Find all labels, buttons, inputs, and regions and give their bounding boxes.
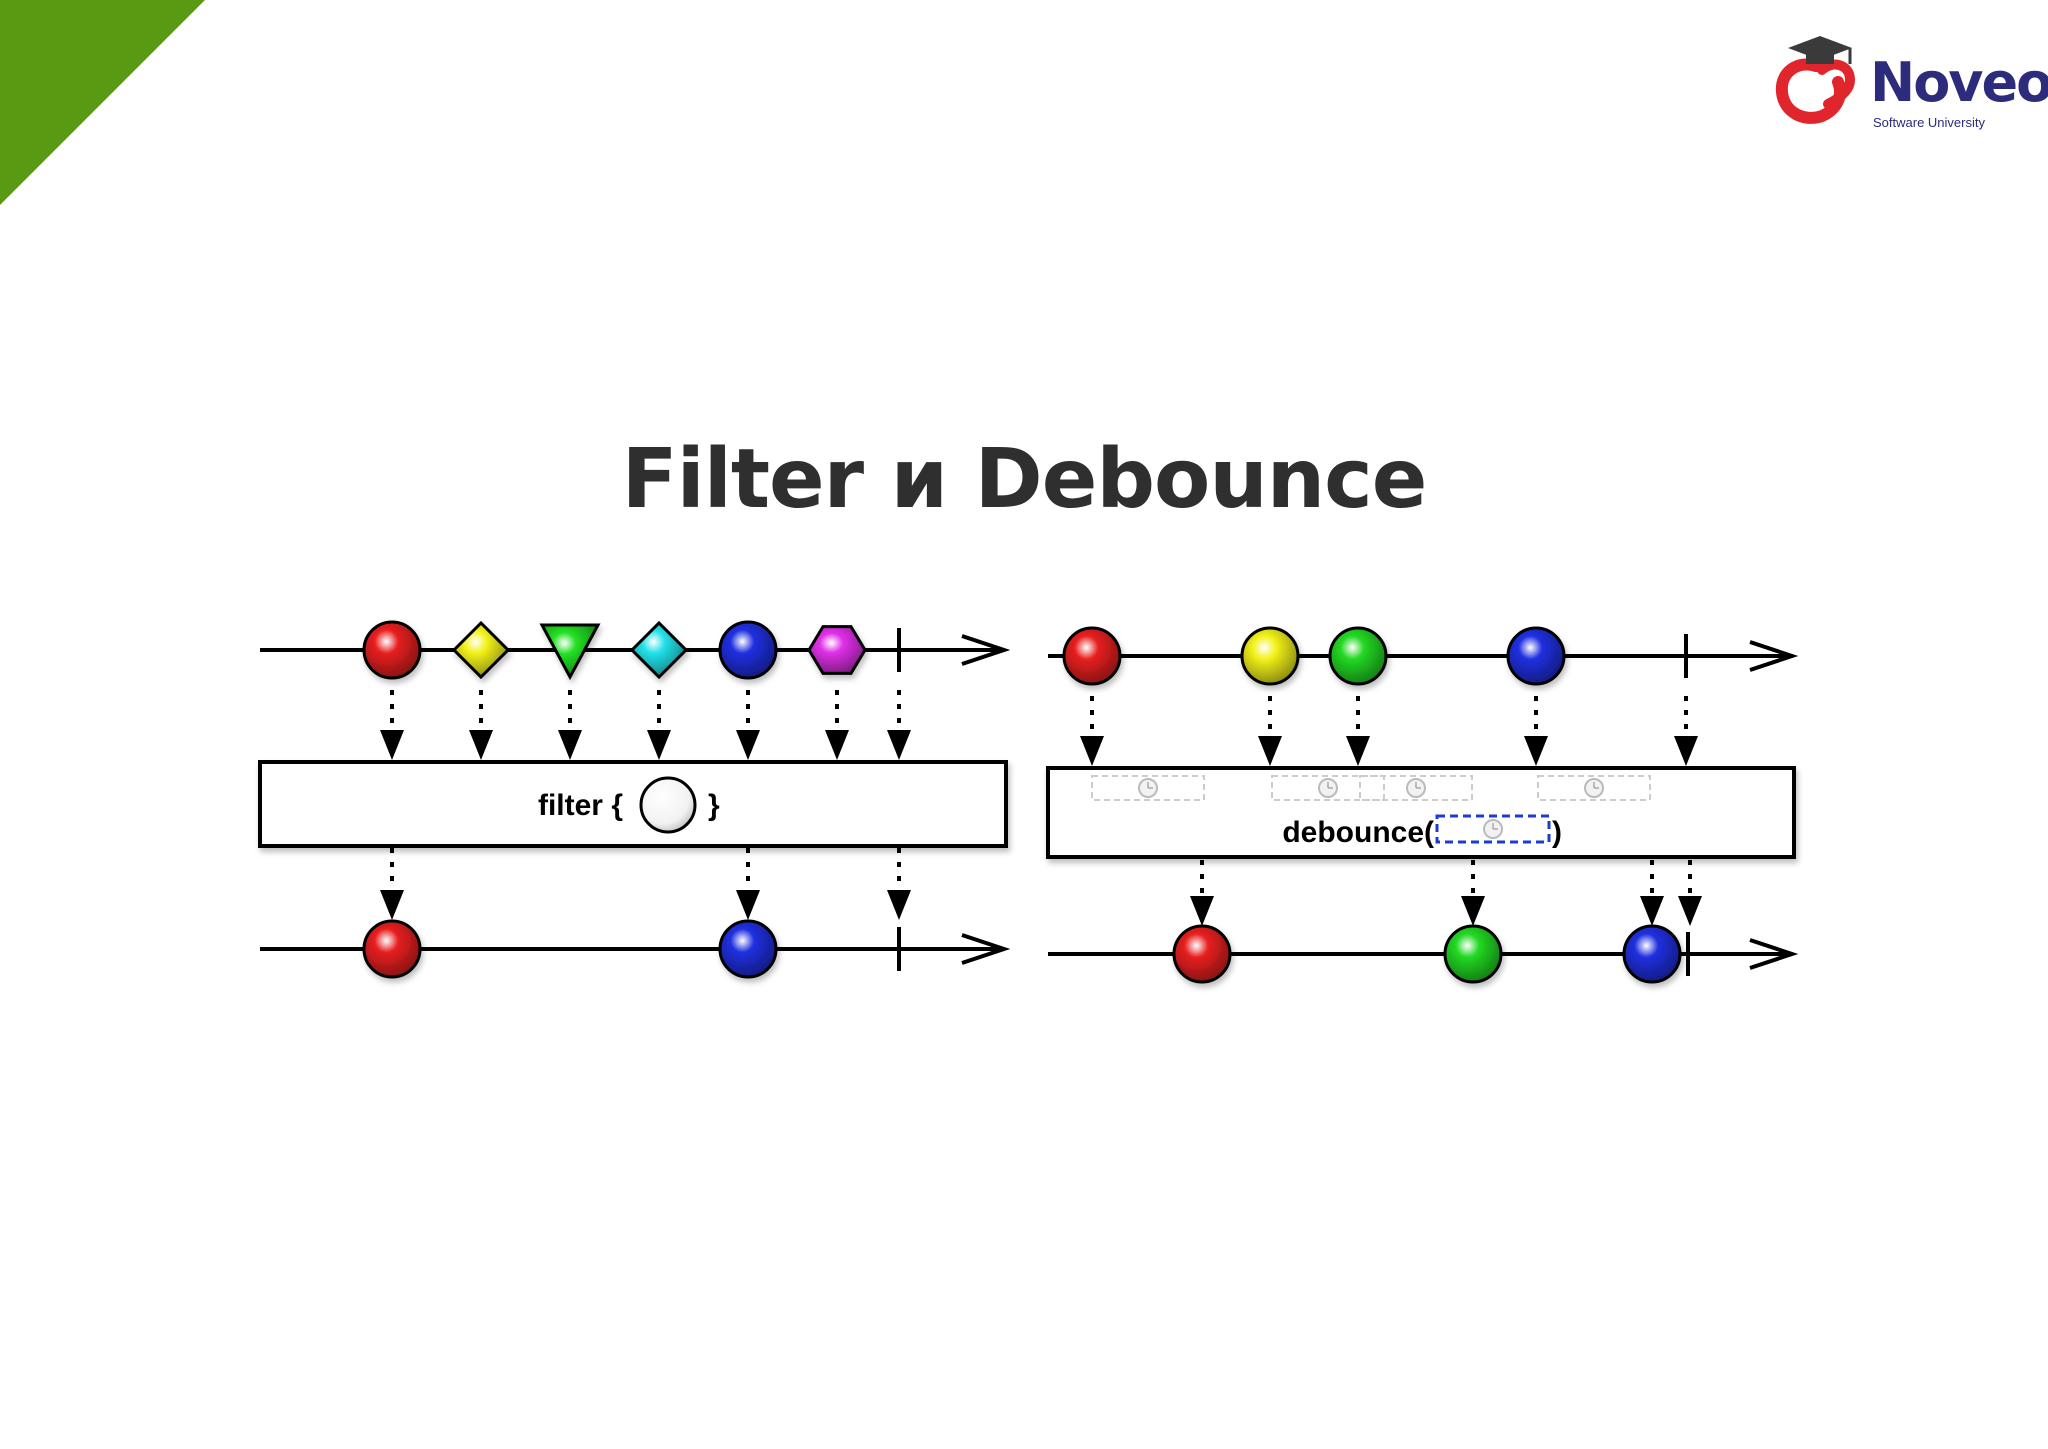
filter-input-hexagon	[807, 625, 867, 675]
debounce-complete-output-arrow	[1678, 860, 1702, 926]
filter-input-diamond	[451, 620, 511, 680]
filter-input-diamond	[629, 620, 689, 680]
debounce-duration-box	[1435, 814, 1551, 844]
debounce-operator-open: debounce(	[1282, 816, 1434, 849]
logo-subtitle: Software University	[1873, 115, 1985, 130]
debounce-output-marbles	[1172, 924, 1682, 984]
debounce-input-circle	[1240, 626, 1300, 686]
filter-output-marbles	[362, 919, 778, 979]
filter-input-arrow	[380, 690, 404, 760]
debounce-output-arrow	[1461, 860, 1485, 926]
debounce-input-marbles	[1062, 626, 1566, 686]
filter-input-arrow	[825, 690, 849, 760]
filter-operator-close: }	[708, 789, 720, 822]
corner-accent-triangle	[0, 0, 205, 205]
filter-complete-arrow	[887, 690, 911, 760]
clock-icon	[1483, 819, 1503, 839]
debounce-input-arrow	[1258, 696, 1282, 766]
clock-icon	[1406, 778, 1426, 798]
filter-output-arrow	[380, 848, 404, 920]
filter-input-marbles	[362, 620, 867, 681]
debounce-output-circle	[1443, 924, 1503, 984]
debounce-input-circle	[1328, 626, 1388, 686]
filter-output-arrows	[380, 848, 911, 920]
debounce-input-circle	[1506, 626, 1566, 686]
debounce-input-arrows	[1080, 696, 1698, 766]
noveo-logo: Noveo Software University	[1770, 30, 2048, 140]
filter-output-arrow	[736, 848, 760, 920]
filter-input-arrow	[558, 690, 582, 760]
white-circle-icon	[639, 776, 697, 834]
filter-diagram: filter { }	[258, 620, 1011, 979]
clock-icon	[1584, 778, 1604, 798]
debounce-source-timeline	[1048, 640, 1799, 672]
debounce-operator-close: )	[1552, 816, 1562, 849]
filter-complete-output-arrow	[887, 848, 911, 920]
filter-input-circle	[718, 620, 778, 680]
debounce-output-circle	[1172, 924, 1232, 984]
filter-output-circle	[718, 919, 778, 979]
debounce-output-circle	[1622, 924, 1682, 984]
logo-wordmark: Noveo	[1870, 51, 2048, 114]
filter-input-triangle	[539, 623, 601, 681]
debounce-diagram: debounce( )	[1046, 626, 1799, 984]
filter-operator-open: filter {	[538, 789, 623, 822]
debounce-output-arrow	[1190, 860, 1214, 926]
debounce-input-arrow	[1524, 696, 1548, 766]
clock-icon	[1138, 778, 1158, 798]
graduation-cap-heart-icon	[1775, 36, 1856, 124]
filter-operator-box	[258, 760, 1008, 848]
debounce-complete-arrow	[1674, 696, 1698, 766]
filter-input-arrow	[647, 690, 671, 760]
clock-icon	[1318, 778, 1338, 798]
filter-input-circle	[362, 620, 422, 680]
filter-output-circle	[362, 919, 422, 979]
debounce-clock-icons	[1138, 778, 1604, 798]
slide-title: Filter и Debounce	[621, 432, 1428, 527]
debounce-timer-windows	[1091, 775, 1651, 801]
filter-input-arrow	[469, 690, 493, 760]
debounce-input-arrow	[1346, 696, 1370, 766]
filter-input-arrow	[736, 690, 760, 760]
debounce-output-arrows	[1190, 860, 1702, 926]
filter-input-arrows	[380, 690, 911, 760]
debounce-output-arrow	[1640, 860, 1664, 926]
debounce-input-arrow	[1080, 696, 1104, 766]
debounce-input-circle	[1062, 626, 1122, 686]
